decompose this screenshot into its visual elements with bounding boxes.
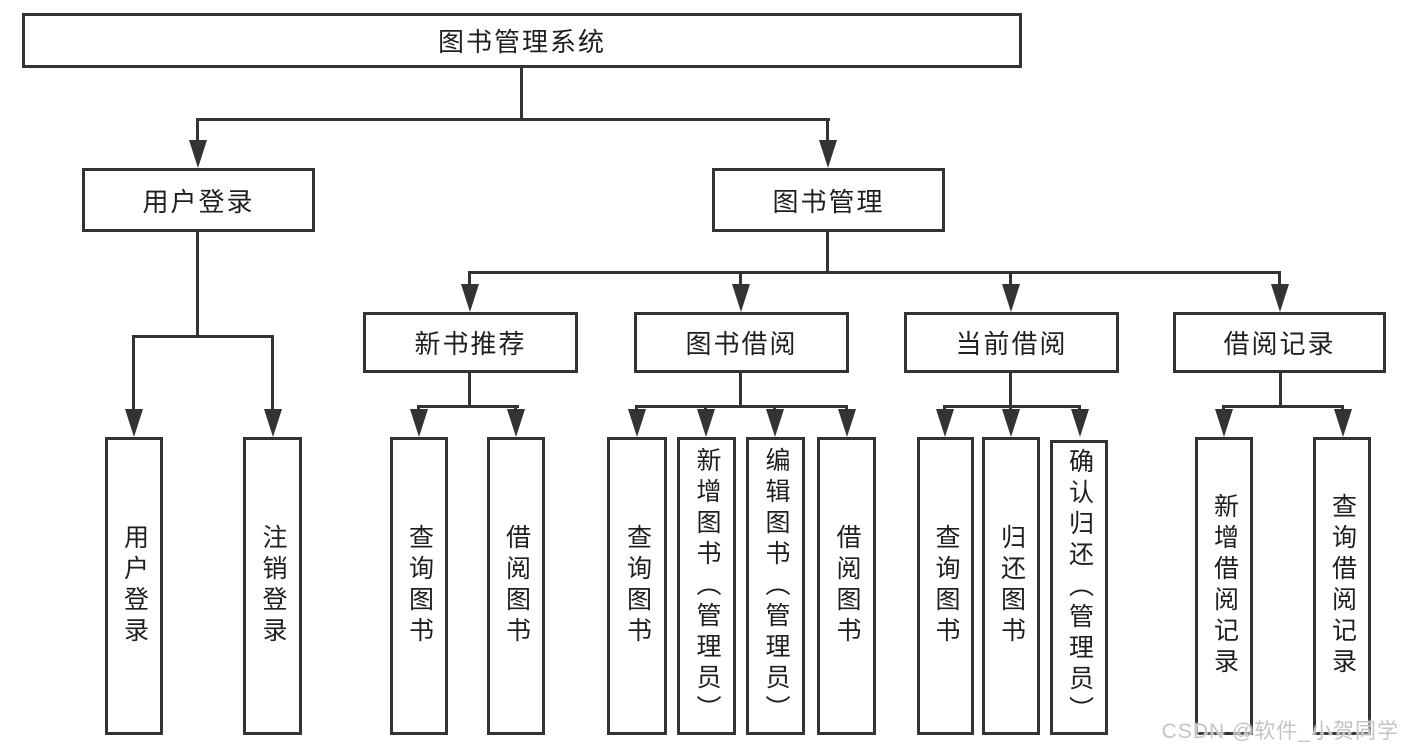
leaf-logout-label: 注销登录 — [259, 524, 287, 648]
connector-line — [1278, 271, 1281, 287]
connector-line — [826, 232, 829, 274]
connector-line — [739, 373, 742, 408]
arrow-head — [507, 409, 525, 437]
connector-line — [468, 271, 1281, 274]
arrow-head — [189, 140, 207, 168]
connector-line — [1009, 271, 1012, 287]
leaf-borrow-borrow: 借阅图书 — [817, 437, 876, 735]
connector-line — [417, 405, 519, 408]
leaf-record-add: 新增借阅记录 — [1195, 437, 1253, 735]
leaf-current-query: 查询图书 — [917, 437, 974, 735]
leaf-borrow-edit-label: 编辑图书（管理员） — [762, 446, 790, 726]
connector-line — [1009, 373, 1012, 408]
leaf-newbook-borrow: 借阅图书 — [487, 437, 545, 735]
node-new-book-label: 新书推荐 — [414, 329, 527, 359]
node-current-borrow: 当前借阅 — [904, 312, 1119, 373]
leaf-record-query: 查询借阅记录 — [1313, 437, 1371, 735]
connector-line — [520, 68, 523, 120]
leaf-record-query-label: 查询借阅记录 — [1328, 493, 1357, 679]
connector-line — [196, 118, 199, 144]
connector-line — [196, 118, 830, 121]
node-borrow-record: 借阅记录 — [1173, 312, 1386, 373]
arrow-head — [461, 284, 479, 312]
arrow-head — [125, 409, 143, 437]
leaf-borrow-add: 新增图书（管理员） — [677, 437, 736, 735]
leaf-record-add-label: 新增借阅记录 — [1210, 493, 1239, 679]
node-book-mgmt-label: 图书管理 — [772, 186, 885, 217]
arrow-head — [732, 284, 750, 312]
arrow-head — [1271, 284, 1289, 312]
node-user-login: 用户登录 — [82, 168, 315, 232]
leaf-newbook-borrow-label: 借阅图书 — [502, 524, 531, 648]
leaf-newbook-query: 查询图书 — [390, 437, 448, 735]
node-user-login-label: 用户登录 — [142, 186, 255, 217]
leaf-borrow-edit: 编辑图书（管理员） — [746, 437, 805, 735]
node-new-book: 新书推荐 — [363, 312, 578, 373]
node-root-label: 图书管理系统 — [437, 27, 606, 57]
leaf-newbook-query-label: 查询图书 — [405, 524, 434, 648]
arrow-head — [1215, 409, 1233, 437]
arrow-head — [1002, 284, 1020, 312]
arrow-head — [766, 409, 784, 437]
arrow-head — [819, 140, 837, 168]
arrow-head — [1071, 409, 1089, 437]
leaf-current-return-label: 归还图书 — [997, 524, 1026, 648]
leaf-borrow-add-label: 新增图书（管理员） — [693, 446, 721, 726]
arrow-head — [410, 409, 428, 437]
leaf-borrow-query: 查询图书 — [607, 437, 667, 735]
arrow-head — [936, 409, 954, 437]
arrow-head — [1334, 409, 1352, 437]
node-book-borrow: 图书借阅 — [634, 312, 849, 373]
arrow-head — [628, 409, 646, 437]
connector-line — [943, 405, 1081, 408]
arrow-head — [1002, 409, 1020, 437]
arrow-head — [697, 409, 715, 437]
connector-line — [826, 118, 829, 144]
leaf-user-login-label: 用户登录 — [120, 524, 149, 648]
leaf-borrow-query-label: 查询图书 — [623, 524, 652, 648]
connector-line — [468, 271, 471, 287]
connector-line — [739, 271, 742, 287]
connector-line — [1279, 373, 1282, 408]
arrow-head — [264, 409, 282, 437]
arrow-head — [838, 409, 856, 437]
connector-line — [271, 335, 274, 413]
node-borrow-record-label: 借阅记录 — [1223, 329, 1336, 359]
connector-line — [635, 405, 848, 408]
node-book-borrow-label: 图书借阅 — [685, 329, 798, 359]
connector-line — [196, 232, 199, 338]
leaf-current-return: 归还图书 — [982, 437, 1040, 735]
node-book-mgmt: 图书管理 — [712, 168, 945, 232]
connector-line — [132, 335, 274, 338]
csdn-watermark: CSDN @软件_小贺同学 — [1161, 720, 1399, 743]
leaf-borrow-borrow-label: 借阅图书 — [833, 524, 861, 648]
leaf-logout: 注销登录 — [243, 437, 302, 735]
leaf-user-login: 用户登录 — [105, 437, 163, 735]
node-root: 图书管理系统 — [22, 13, 1022, 68]
node-current-borrow-label: 当前借阅 — [955, 329, 1068, 359]
leaf-current-query-label: 查询图书 — [932, 524, 960, 648]
connector-line — [468, 373, 471, 408]
leaf-current-confirm-label: 确认归还（管理员） — [1065, 448, 1094, 727]
leaf-current-confirm: 确认归还（管理员） — [1050, 440, 1108, 735]
connector-line — [1222, 405, 1344, 408]
connector-line — [132, 335, 135, 413]
